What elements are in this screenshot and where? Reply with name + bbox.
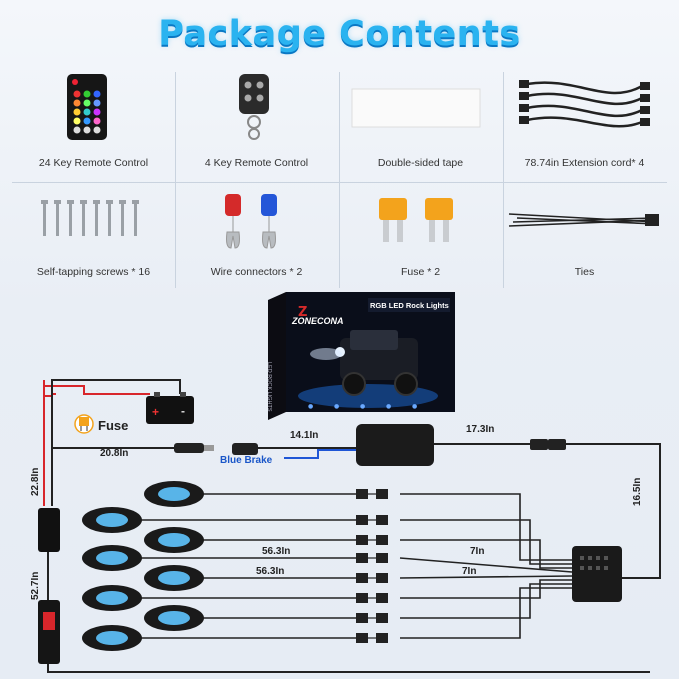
- fuse-label: Fuse: [98, 418, 129, 433]
- svg-text:●: ●: [308, 403, 313, 410]
- item-4-key-remote: 4 Key Remote Control: [175, 70, 338, 178]
- dc-plug-male: [174, 443, 204, 453]
- item-fuse: Fuse * 2: [339, 186, 502, 294]
- product-box-name: RGB LED Rock Lights: [370, 301, 449, 310]
- dc-plug-female: [232, 443, 258, 455]
- battery-minus-sign: -: [181, 404, 185, 418]
- cable-tie-icon: [508, 213, 659, 227]
- brake-label: Blue Brake: [220, 455, 273, 466]
- svg-text:Z: Z: [298, 305, 307, 320]
- red-wire: [43, 385, 150, 506]
- item-label: 4 Key Remote Control: [204, 157, 309, 169]
- length-label: 14.1In: [290, 430, 319, 441]
- item-wire-connectors: Wire connectors * 2: [175, 186, 338, 294]
- rock-light-icon: [82, 585, 142, 611]
- item-extension-cord: 78.74in Extension cord* 4: [503, 70, 666, 178]
- rock-light-icon: [82, 507, 142, 533]
- rock-light-icon: [144, 527, 204, 553]
- grid-divider: [12, 182, 667, 183]
- length-label: 22.8In: [30, 467, 41, 496]
- length-label: 56.3In: [262, 546, 291, 557]
- product-box: Z ●●●●● ZONECONA RGB LED Rock Lights LED…: [266, 292, 455, 420]
- inline-connector: [38, 508, 60, 552]
- product-box-brand: ZONECONA: [292, 316, 344, 326]
- battery-icon: [146, 396, 194, 424]
- page-title: Package Contents: [158, 14, 521, 54]
- length-label: 17.3In: [466, 424, 495, 435]
- length-label: 7In: [470, 546, 485, 557]
- length-label: 7In: [462, 566, 477, 577]
- svg-text:●: ●: [360, 403, 365, 410]
- blue-brake-wire: [284, 449, 360, 459]
- item-label: 24 Key Remote Control: [38, 157, 149, 169]
- svg-text:●: ●: [334, 403, 339, 410]
- item-label: Double-sided tape: [377, 157, 464, 169]
- wire-connector-icon: [225, 194, 277, 249]
- power-switch[interactable]: [38, 600, 60, 664]
- item-screws: Self-tapping screws * 16: [12, 186, 175, 294]
- splitter-hub: [572, 546, 622, 602]
- item-label: Wire connectors * 2: [210, 266, 303, 278]
- length-label: 52.7In: [30, 571, 41, 600]
- grid-divider: [339, 72, 340, 288]
- item-ties: Ties: [503, 186, 666, 294]
- ir-remote-icon: [67, 74, 107, 140]
- grid-divider: [503, 72, 504, 288]
- rock-light-icon: [82, 545, 142, 571]
- rock-light-icon: [82, 625, 142, 651]
- item-label: 78.74in Extension cord* 4: [524, 157, 645, 169]
- screws-icon: [41, 200, 139, 236]
- black-wire: [51, 379, 181, 506]
- keyfob-remote-icon: [239, 74, 269, 140]
- item-label: Ties: [574, 266, 595, 278]
- control-box: [356, 424, 434, 466]
- length-label: 20.8In: [100, 448, 129, 459]
- product-box-image: Z ● ● ● ● ●: [268, 292, 455, 420]
- item-label: Fuse * 2: [400, 266, 441, 278]
- length-label: 56.3In: [256, 566, 285, 577]
- rock-light-icon: [144, 605, 204, 631]
- tape-icon: [351, 88, 481, 128]
- grid-divider: [175, 72, 176, 288]
- rock-light-icon: [144, 565, 204, 591]
- length-label: 16.5In: [632, 477, 643, 506]
- item-label: Self-tapping screws * 16: [36, 266, 151, 278]
- svg-text:●: ●: [386, 403, 391, 410]
- extension-cord-icon: [519, 80, 650, 128]
- package-contents-grid: [12, 70, 667, 290]
- battery-plus-sign: +: [152, 405, 159, 419]
- fuse-icon: [379, 198, 453, 242]
- svg-text:●: ●: [412, 403, 417, 410]
- item-24-key-remote: 24 Key Remote Control: [12, 70, 175, 178]
- rock-light-icon: [144, 481, 204, 507]
- item-double-sided-tape: Double-sided tape: [339, 70, 502, 178]
